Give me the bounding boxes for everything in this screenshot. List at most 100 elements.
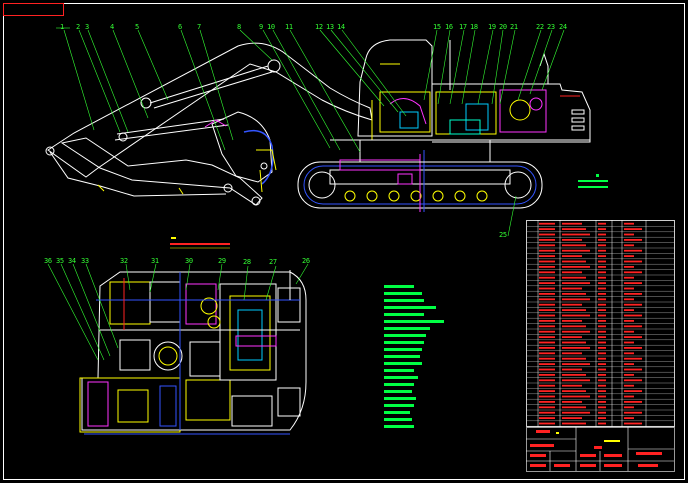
- title-block-accent: [556, 432, 620, 442]
- bom-cell-mark: [539, 401, 555, 403]
- part-number-24: 24: [559, 23, 567, 31]
- bom-cell-mark: [624, 390, 642, 392]
- bom-cell-mark: [624, 266, 634, 268]
- bom-cell-mark: [539, 411, 555, 414]
- bom-cell-mark: [562, 352, 582, 355]
- bom-cell-mark: [598, 249, 606, 252]
- bom-cell-mark: [562, 266, 590, 268]
- part-number-10: 10: [267, 23, 275, 31]
- bom-cell-mark: [624, 303, 642, 306]
- part-number-9: 9: [259, 23, 264, 31]
- bom-cell-mark: [539, 260, 555, 263]
- title-block-text: [530, 430, 662, 467]
- bom-cell-mark: [539, 341, 555, 344]
- part-number-29: 29: [218, 257, 226, 265]
- engine-assembly: [371, 40, 585, 140]
- bom-cell-mark: [562, 347, 590, 349]
- bom-cell-mark: [624, 352, 634, 355]
- bom-cell-mark: [598, 422, 606, 425]
- bom-cell-mark: [539, 374, 555, 376]
- bom-cell-mark: [539, 417, 555, 419]
- bom-cell-mark: [539, 357, 555, 360]
- bom-cell-mark: [624, 309, 634, 311]
- bom-cell-mark: [539, 271, 555, 274]
- bom-cell-mark: [562, 271, 582, 274]
- part-number-20: 20: [499, 23, 507, 31]
- bom-cell-mark: [624, 271, 642, 274]
- bom-cell-mark: [624, 325, 642, 328]
- bom-cell-mark: [624, 244, 634, 247]
- bom-cell-mark: [624, 379, 642, 382]
- bom-cell-mark: [598, 228, 606, 230]
- bom-cell-mark: [598, 222, 606, 225]
- bom-cell-mark: [539, 298, 555, 301]
- part-number-5: 5: [135, 23, 140, 31]
- bom-cell-mark: [539, 282, 555, 284]
- bom-cell-mark: [539, 379, 555, 382]
- bom-cell-mark: [624, 417, 634, 419]
- bom-cell-mark: [598, 233, 606, 236]
- part-number-34: 34: [68, 257, 76, 265]
- bom-cell-mark: [539, 293, 555, 295]
- bom-cell-mark: [624, 260, 642, 263]
- bom-cell-mark: [598, 401, 606, 403]
- title-tab: [3, 3, 64, 16]
- bom-cell-mark: [539, 303, 555, 306]
- part-number-3: 3: [85, 23, 90, 31]
- bom-cell-mark: [539, 249, 555, 252]
- bom-cell-mark: [624, 276, 634, 279]
- part-number-36: 36: [44, 257, 52, 265]
- title-block: [526, 427, 675, 472]
- part-number-21: 21: [510, 23, 518, 31]
- part-number-1: 1: [60, 23, 65, 31]
- part-number-33: 33: [81, 257, 89, 265]
- parts-list-table: [526, 220, 675, 427]
- bucket-linkage: [97, 119, 277, 195]
- bom-cell-mark: [598, 379, 606, 382]
- bom-cell-mark: [624, 374, 634, 376]
- part-number-23: 23: [547, 23, 555, 31]
- bom-cell-mark: [539, 266, 555, 268]
- bom-cell-mark: [598, 347, 606, 349]
- bom-cell-mark: [562, 357, 586, 360]
- bom-cell-mark: [539, 314, 555, 317]
- bom-cell-mark: [624, 233, 634, 236]
- bom-cell-mark: [539, 228, 555, 230]
- bom-cell-mark: [539, 330, 555, 333]
- bom-cell-mark: [562, 249, 590, 252]
- part-number-14: 14: [337, 23, 345, 31]
- bom-cell-mark: [598, 293, 606, 295]
- bom-cell-mark: [539, 363, 555, 365]
- bom-cell-mark: [598, 260, 606, 263]
- bom-cell-mark: [598, 287, 606, 290]
- bom-cell-mark: [598, 282, 606, 284]
- part-number-31: 31: [151, 257, 159, 265]
- bom-cell-mark: [624, 239, 642, 241]
- bom-cell-mark: [539, 406, 555, 409]
- side-view-leaders: [56, 27, 565, 237]
- plan-view-leaders: [47, 263, 309, 361]
- bom-cell-mark: [539, 255, 555, 257]
- bom-cell-mark: [539, 309, 555, 311]
- bom-cell-mark: [562, 303, 582, 306]
- part-number-19: 19: [488, 23, 496, 31]
- bom-cell-mark: [598, 325, 606, 328]
- bom-cell-mark: [624, 384, 634, 387]
- bom-cell-mark: [624, 255, 634, 257]
- bom-cell-mark: [539, 239, 555, 241]
- bom-cell-mark: [562, 406, 586, 409]
- part-number-17: 17: [459, 23, 467, 31]
- bom-cell-mark: [539, 276, 555, 279]
- bom-cell-mark: [539, 352, 555, 355]
- part-number-4: 4: [110, 23, 115, 31]
- bom-cell-mark: [598, 266, 606, 268]
- bom-cell-mark: [598, 395, 606, 398]
- bom-cell-mark: [598, 303, 606, 306]
- bom-cell-mark: [562, 276, 586, 279]
- bom-cell-mark: [598, 298, 606, 301]
- bom-cell-mark: [598, 384, 606, 387]
- bom-cell-mark: [562, 287, 582, 290]
- boom-arm-assembly: [45, 42, 373, 206]
- bom-cell-mark: [624, 293, 642, 295]
